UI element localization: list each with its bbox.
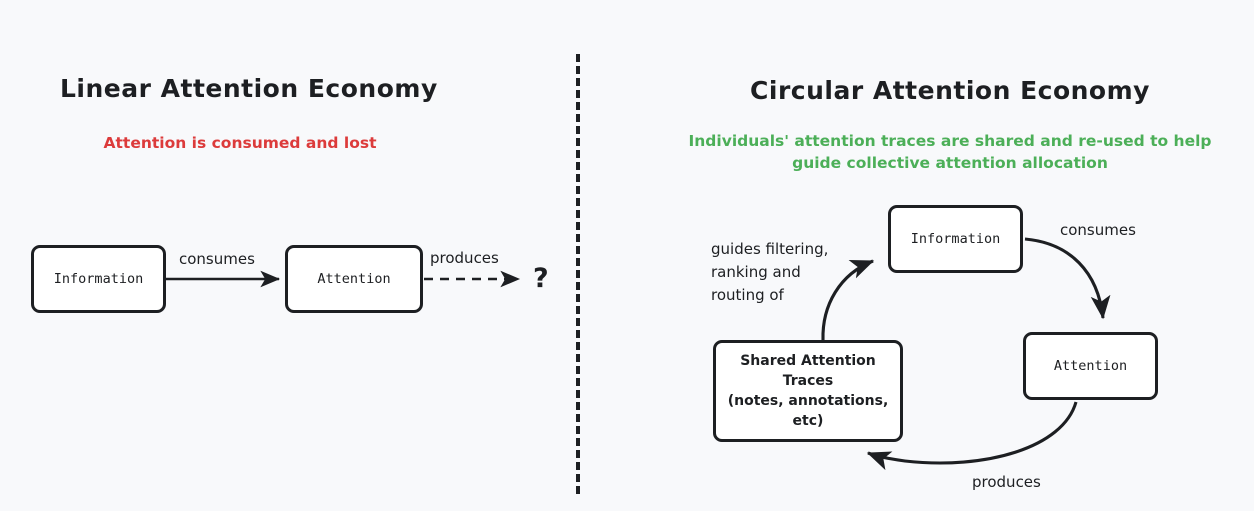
right-panel-subtitle-line-1: Individuals' attention traces are shared… [688,132,1212,150]
right-node-information-label: Information [910,231,1001,247]
left-node-information[interactable]: Information [31,245,166,313]
left-node-unknown-questionmark: ? [533,263,549,294]
right-node-attention[interactable]: Attention [1023,332,1158,400]
shared-traces-line-2: Traces [782,373,834,389]
left-panel-subtitle: Attention is consumed and lost [103,134,377,152]
right-arrow-information-to-attention [1024,237,1111,320]
right-edge-label-produces: produces [972,473,1041,491]
right-node-information[interactable]: Information [888,205,1023,273]
left-edge-label-produces: produces [430,249,499,267]
guides-label-line-2: ranking and [711,263,801,281]
left-panel-title: Linear Attention Economy [60,74,438,103]
right-panel-subtitle: Individuals' attention traces are shared… [665,130,1235,174]
left-node-information-label: Information [53,271,144,287]
shared-traces-line-1: Shared Attention [740,353,876,369]
right-node-attention-label: Attention [1053,358,1128,374]
shared-traces-line-3: (notes, annotations, [727,393,889,409]
right-edge-label-guides: guides filtering, ranking and routing of [711,238,861,307]
left-edge-label-consumes: consumes [179,250,255,268]
shared-traces-line-4: etc) [792,413,824,429]
guides-label-line-3: routing of [711,286,784,304]
right-panel-subtitle-line-2: guide collective attention allocation [792,154,1108,172]
left-node-attention[interactable]: Attention [285,245,423,313]
left-node-attention-label: Attention [317,271,391,287]
panel-divider [576,54,580,494]
right-panel-title: Circular Attention Economy [750,76,1150,105]
right-node-shared-attention-traces[interactable]: Shared Attention Traces (notes, annotati… [713,340,903,442]
right-edge-label-consumes: consumes [1060,221,1136,239]
guides-label-line-1: guides filtering, [711,240,829,258]
